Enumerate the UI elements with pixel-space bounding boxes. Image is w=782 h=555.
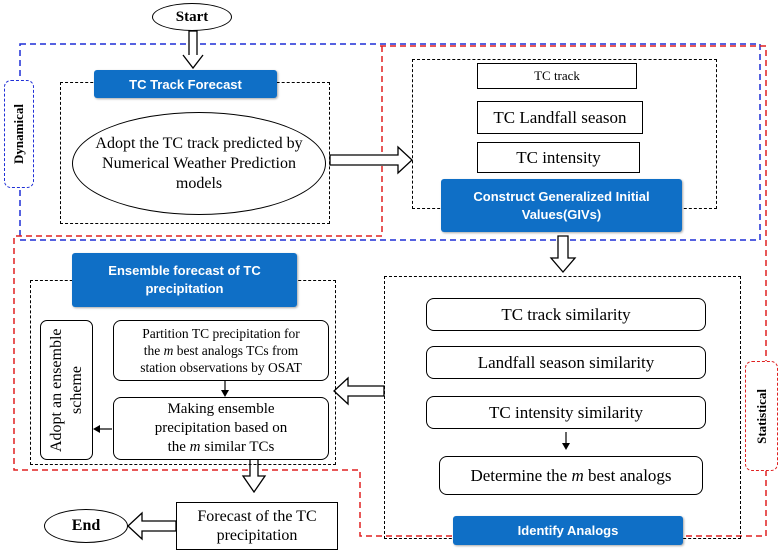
giv-tc-intensity-text: TC intensity — [516, 147, 601, 167]
partition-text: Partition TC precipitation for the m bes… — [140, 325, 302, 376]
giv-tc-track-text: TC track — [534, 68, 580, 83]
giv-tc-track: TC track — [477, 63, 637, 89]
making-the: the — [167, 439, 190, 455]
track-forecast-text: Adopt the TC track predicted by Numerica… — [95, 134, 303, 192]
making-line3-rest: similar TCs — [200, 439, 275, 455]
givs-header: Construct Generalized Initial Values(GIV… — [441, 179, 682, 232]
intensity-similarity-box: TC intensity similarity — [426, 396, 706, 429]
season-similarity-box: Landfall season similarity — [426, 346, 706, 379]
giv-landfall-season-text: TC Landfall season — [493, 107, 627, 127]
giv-tc-intensity: TC intensity — [477, 142, 640, 173]
track-forecast-header-text: TC Track Forecast — [129, 76, 242, 92]
start-label: Start — [175, 8, 209, 25]
arrow-start-down — [182, 30, 204, 70]
ensemble-scheme-text: Adopt an ensemble scheme — [47, 328, 85, 452]
start-node: Start — [152, 3, 232, 31]
making-m: m — [189, 439, 201, 455]
dynamical-label: Dynamical — [11, 104, 26, 164]
partition-line2-rest: best analogs TCs from — [173, 343, 299, 358]
track-forecast-header: TC Track Forecast — [94, 70, 277, 98]
best-analogs-m: m — [571, 465, 584, 485]
best-analogs-box: Determine the m best analogs — [439, 456, 703, 495]
arrow-givs-down — [549, 235, 577, 273]
arrow-making-to-scheme — [93, 425, 112, 433]
making-line2: precipitation based on — [154, 420, 288, 436]
giv-landfall-season: TC Landfall season — [477, 101, 643, 134]
partition-box: Partition TC precipitation for the m bes… — [113, 320, 329, 381]
making-box: Making ensemble precipitation based on t… — [113, 397, 329, 460]
best-analogs-before: Determine the — [470, 465, 572, 485]
track-similarity-box: TC track similarity — [426, 298, 706, 331]
end-label: End — [71, 517, 101, 534]
track-forecast-ellipse: Adopt the TC track predicted by Numerica… — [72, 112, 326, 215]
identify-analogs-header-text: Identify Analogs — [517, 523, 619, 538]
partition-the: the — [143, 343, 164, 358]
season-similarity-text: Landfall season similarity — [477, 352, 655, 372]
statistical-label: Statistical — [753, 388, 769, 444]
statistical-label-box: Statistical — [745, 361, 778, 471]
partition-line3: station observations by OSAT — [140, 360, 302, 375]
arrow-track-to-givs — [329, 145, 413, 175]
partition-line1: Partition TC precipitation for — [142, 326, 300, 341]
track-similarity-text: TC track similarity — [501, 304, 631, 324]
best-analogs-after: best analogs — [583, 465, 672, 485]
forecast-output-box: Forecast of the TC precipitation — [176, 502, 338, 550]
dynamical-label-box: Dynamical — [4, 80, 34, 188]
intensity-similarity-text: TC intensity similarity — [489, 402, 643, 422]
ensemble-scheme-box: Adopt an ensemble scheme — [40, 320, 93, 460]
partition-m: m — [163, 343, 174, 358]
ensemble-header: Ensemble forecast of TC precipitation — [72, 253, 297, 307]
arrow-analogs-to-ensemble — [333, 376, 385, 406]
forecast-output-text: Forecast of the TC precipitation — [197, 508, 317, 544]
arrow-intensity-to-analogs — [562, 432, 570, 450]
end-node: End — [44, 509, 128, 543]
ensemble-header-text: Ensemble forecast of TC precipitation — [108, 263, 261, 296]
best-analogs-text: Determine the m best analogs — [470, 466, 671, 486]
statistical-region-outline — [13, 45, 767, 537]
arrow-to-end — [127, 511, 177, 541]
making-line1: Making ensemble — [167, 401, 275, 417]
givs-header-text: Construct Generalized Initial Values(GIV… — [473, 188, 650, 222]
making-text: Making ensemble precipitation based on t… — [155, 400, 287, 457]
arrow-partition-to-making — [221, 381, 229, 397]
identify-analogs-header: Identify Analogs — [453, 516, 683, 545]
